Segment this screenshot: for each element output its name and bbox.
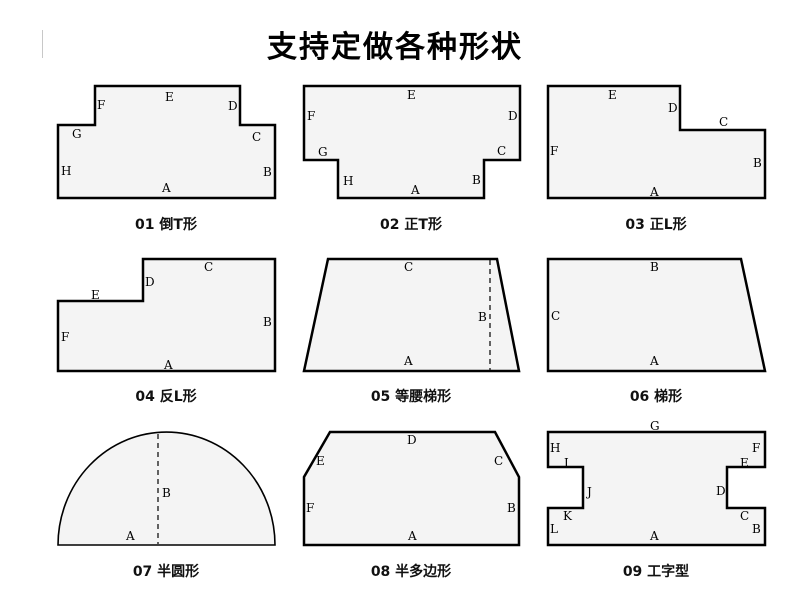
caption-shape-03: 03 正L形 [625, 217, 687, 233]
caption-shape-09: 09 工字型 [622, 564, 690, 580]
page-title: 支持定做各种形状 [267, 30, 523, 65]
shape-02-label-f: F [307, 109, 315, 123]
shape-09-label-i: I [564, 456, 569, 470]
shape-01-label-c: C [252, 130, 261, 144]
shape-04-label-b: B [263, 315, 272, 329]
shape-09-i-beam: G H F I E J D K C L B A [546, 419, 767, 547]
shape-01-label-g: G [72, 127, 82, 141]
caption-shape-05: 05 等腰梯形 [370, 389, 452, 405]
shape-08-label-e: E [316, 454, 325, 468]
shape-02-label-b: B [472, 173, 481, 187]
shape-06-label-a: A [649, 354, 659, 368]
shape-04-label-f: F [61, 330, 69, 344]
shape-09-label-c: C [740, 509, 749, 523]
shape-02-label-h: H [343, 174, 353, 188]
shape-03-label-e: E [608, 88, 617, 102]
shape-03-upright-l: E D C F B A [546, 84, 767, 200]
shape-01-label-e: E [165, 90, 174, 104]
shape-04-label-c: C [204, 260, 213, 274]
shape-06-label-c: C [551, 309, 560, 323]
shape-09-label-l: L [550, 522, 558, 536]
shape-06-trapezoid: B C A [546, 257, 767, 373]
shape-01-label-h: H [61, 164, 71, 178]
shape-09-label-d: D [716, 484, 726, 498]
shape-08-label-b: B [507, 501, 516, 515]
shape-09-label-b: B [752, 522, 761, 536]
shape-02-label-e: E [407, 88, 416, 102]
shape-02-upright-t: E F D G C H A B [302, 84, 522, 200]
shape-09-label-e: E [740, 456, 749, 470]
shape-08-label-c: C [494, 454, 503, 468]
shape-01-label-a: A [161, 181, 171, 195]
shape-02-label-g: G [318, 145, 328, 159]
shape-01-inverted-t: A B C D E F G H [56, 84, 277, 200]
caption-shape-01: 01 倒T形 [135, 217, 197, 233]
shape-07-semicircle: B A [57, 431, 276, 546]
shape-07-label-b: B [162, 486, 171, 500]
shape-09-label-a: A [649, 529, 659, 543]
caption-shape-02: 02 正T形 [380, 217, 442, 233]
shape-06-label-b: B [650, 260, 659, 274]
shape-09-label-k: K [563, 509, 573, 523]
shape-01-label-b: B [263, 165, 272, 179]
shape-03-label-c: C [719, 115, 728, 129]
shape-04-label-e: E [91, 288, 100, 302]
shape-05-label-b: B [478, 310, 487, 324]
shape-05-isosceles-trapezoid: C B A [302, 257, 521, 373]
shape-04-label-d: D [145, 275, 155, 289]
shape-09-label-j: J [585, 485, 592, 499]
shape-05-label-c: C [404, 260, 413, 274]
shape-01-label-d: D [228, 99, 238, 113]
shape-09-label-g: G [650, 419, 660, 433]
shape-09-label-h: H [550, 441, 560, 455]
shape-03-label-f: F [550, 144, 558, 158]
shape-05-label-a: A [403, 354, 413, 368]
shape-03-label-d: D [668, 101, 678, 115]
shape-04-reverse-l: C D E B F A [56, 257, 277, 373]
shape-02-label-a: A [410, 183, 420, 197]
caption-shape-04: 04 反L形 [135, 389, 197, 405]
left-edge-mark [42, 30, 43, 58]
shape-03-label-b: B [753, 156, 762, 170]
shape-01-label-f: F [97, 98, 105, 112]
shape-02-label-c: C [497, 144, 506, 158]
shape-02-label-d: D [508, 109, 518, 123]
caption-shape-06: 06 梯形 [629, 389, 683, 405]
shape-08-half-polygon: D E C F B A [302, 430, 521, 547]
shape-08-label-f: F [306, 501, 314, 515]
shape-04-label-a: A [163, 358, 173, 372]
shape-08-label-d: D [407, 433, 417, 447]
caption-shape-08: 08 半多边形 [370, 564, 452, 580]
shape-03-label-a: A [649, 185, 659, 199]
shape-09-label-f: F [752, 441, 760, 455]
caption-shape-07: 07 半圆形 [132, 564, 200, 580]
shape-08-label-a: A [407, 529, 417, 543]
shape-07-label-a: A [125, 529, 135, 543]
